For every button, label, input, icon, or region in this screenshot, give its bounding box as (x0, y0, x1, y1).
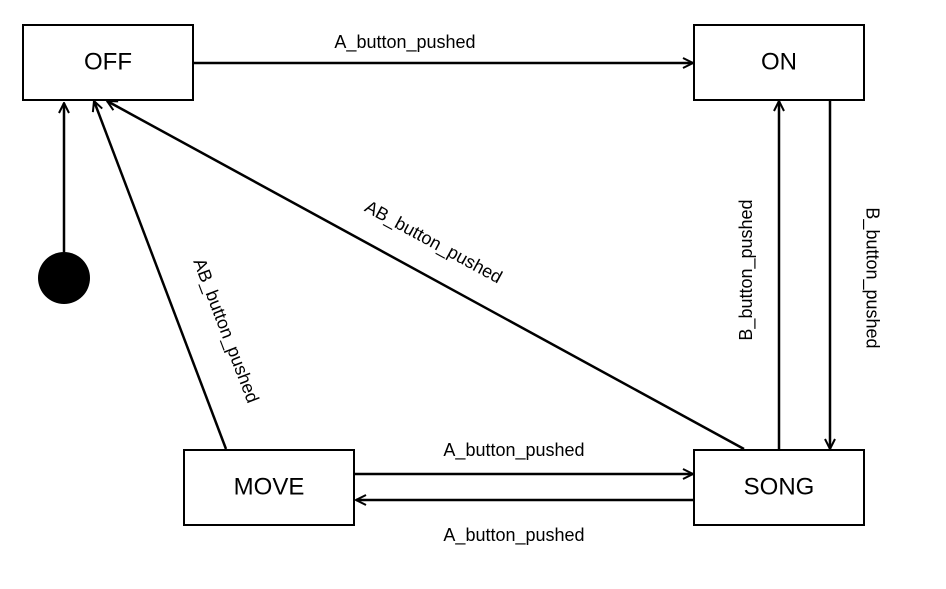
state-off-label: OFF (84, 48, 132, 75)
state-move: MOVE (183, 449, 355, 526)
transition-song-to-off-label: AB_button_pushed (361, 196, 506, 288)
transition-off-to-on-label: A_button_pushed (334, 32, 475, 53)
transition-on-to-song-label: B_button_pushed (861, 207, 882, 348)
transition-move-to-off-label: AB_button_pushed (188, 255, 262, 405)
state-on-label: ON (761, 48, 797, 75)
state-song-label: SONG (744, 473, 815, 500)
transition-song-to-move-label: A_button_pushed (443, 525, 584, 546)
state-move-label: MOVE (234, 473, 305, 500)
state-on: ON (693, 24, 865, 101)
transition-song-to-off-arrow (107, 99, 745, 451)
state-off: OFF (22, 24, 194, 101)
transition-move-to-song-label: A_button_pushed (443, 440, 584, 461)
state-song: SONG (693, 449, 865, 526)
transition-move-to-off-arrow (94, 101, 228, 450)
transition-song-to-on-label: B_button_pushed (736, 199, 757, 340)
initial-state-icon (38, 252, 90, 304)
